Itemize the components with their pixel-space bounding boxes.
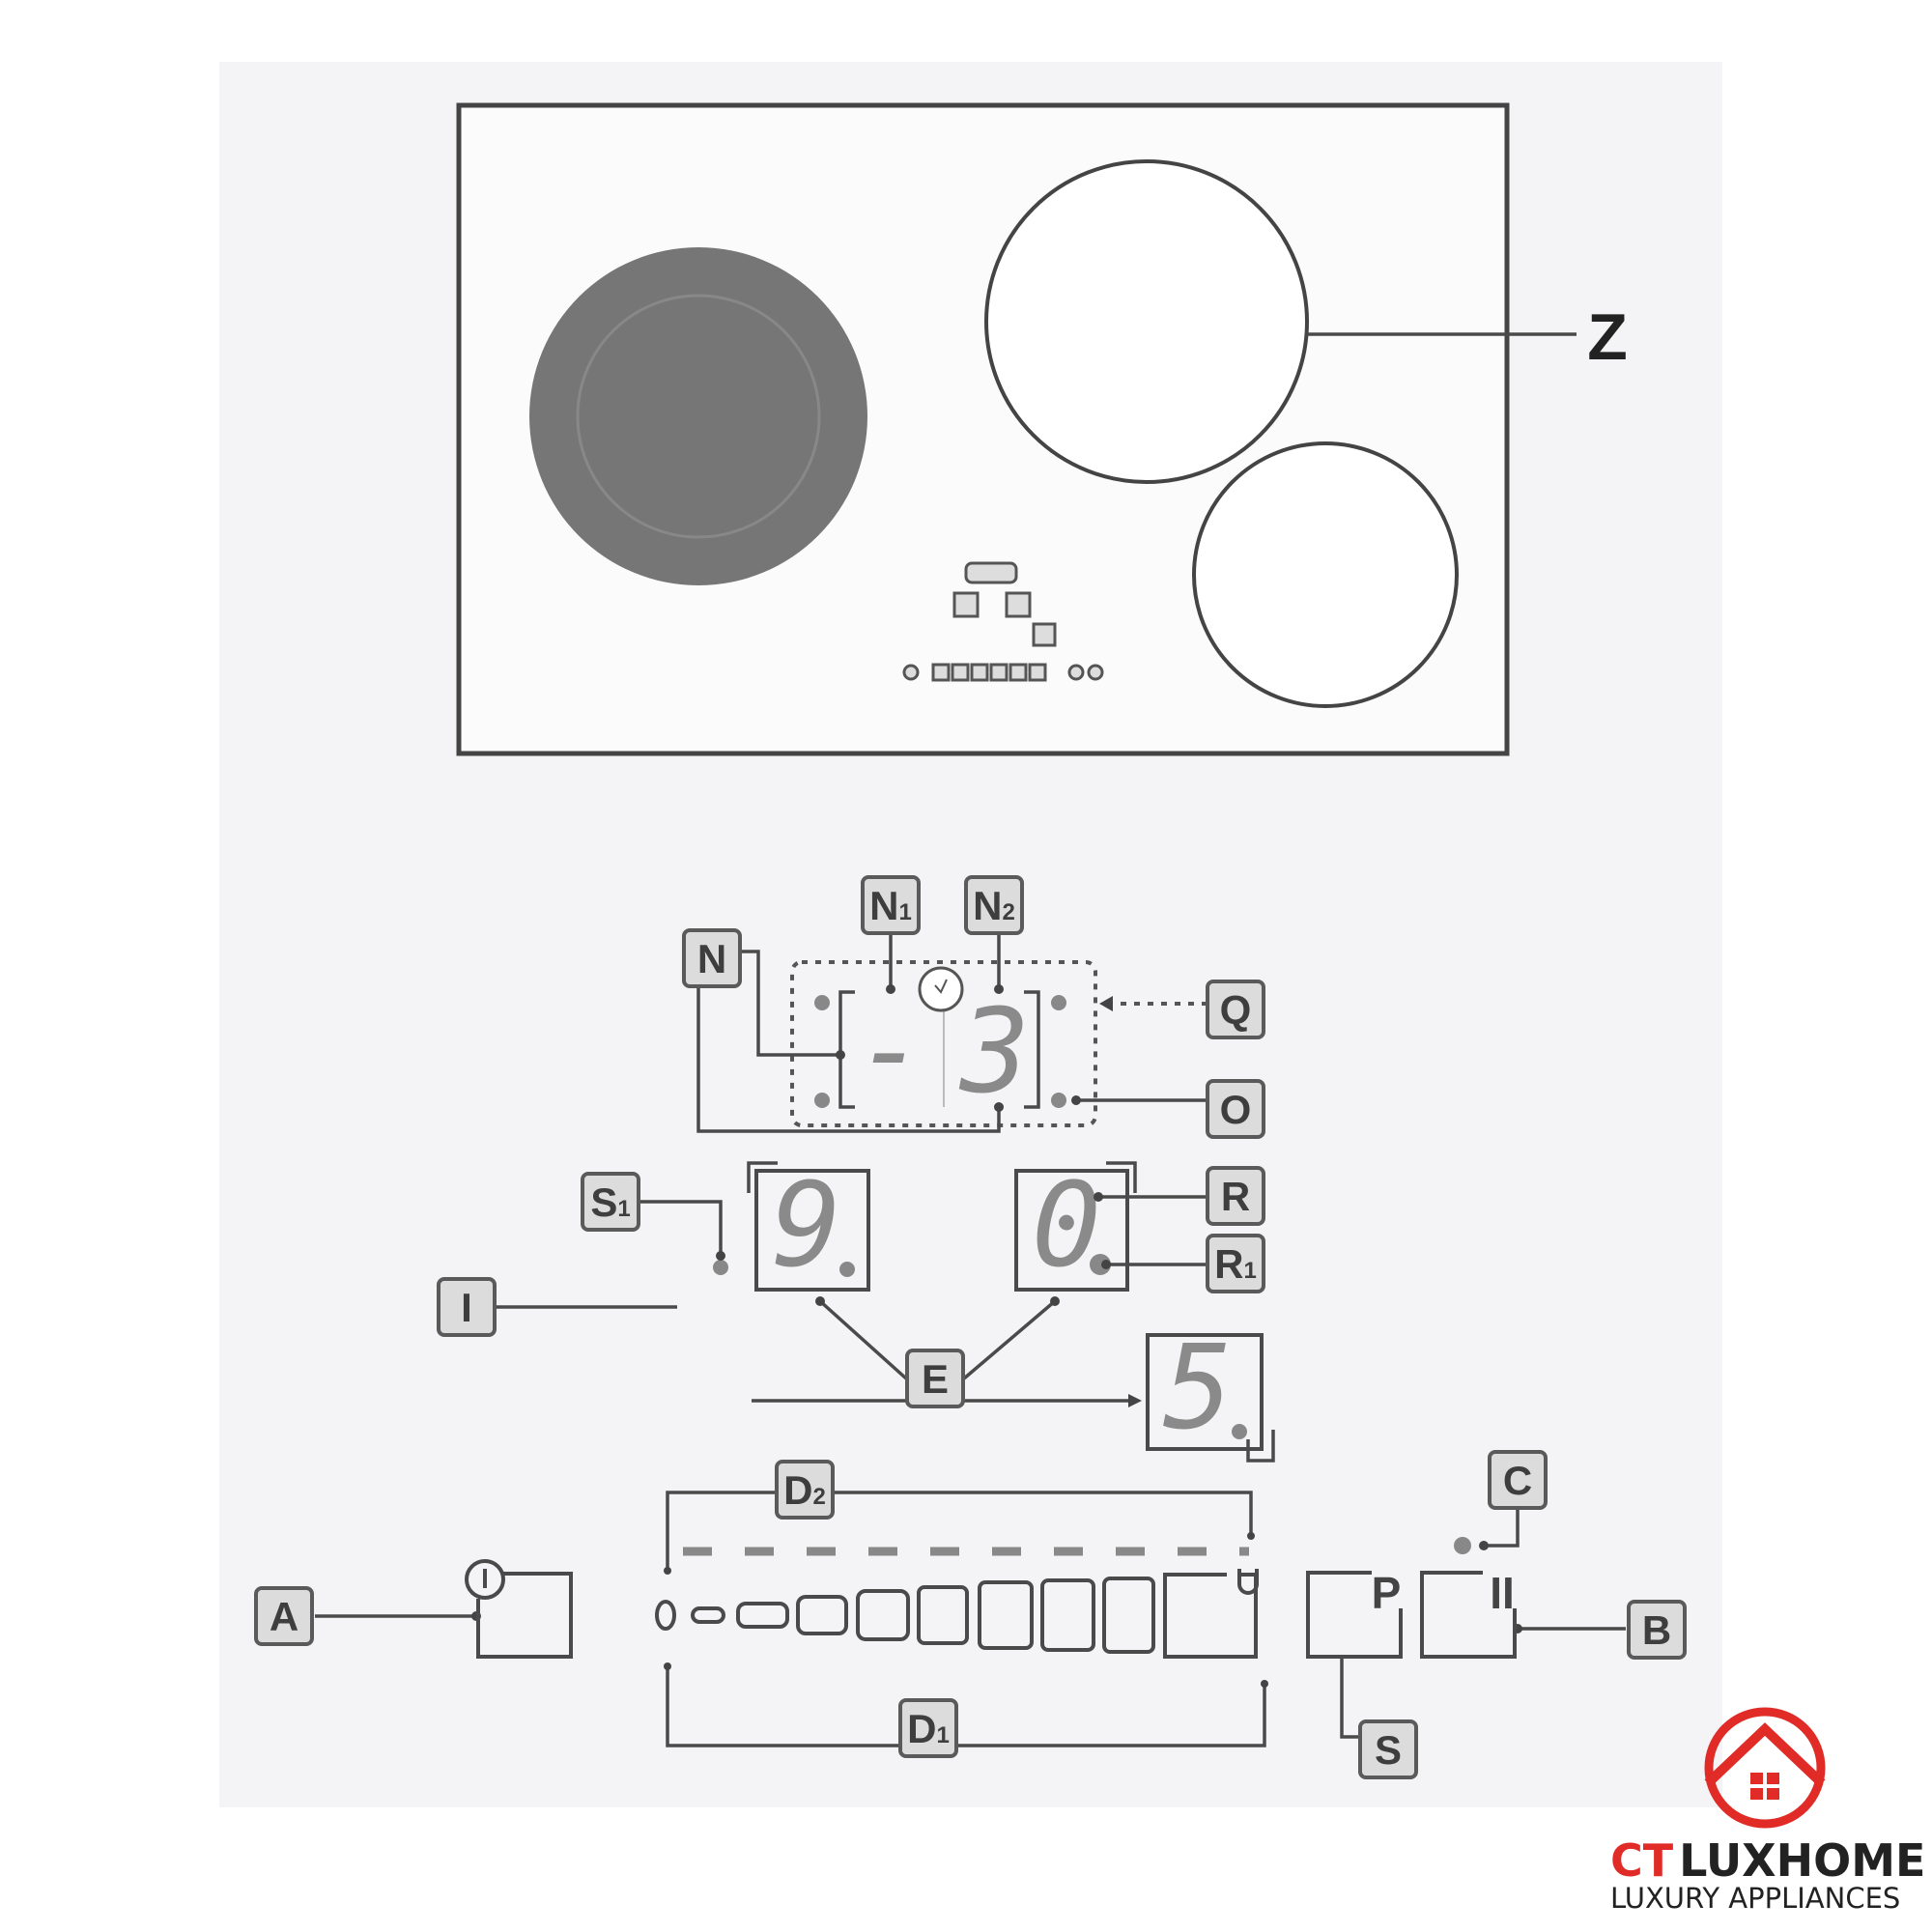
clock-icon: [918, 966, 964, 1012]
svg-text:S: S: [1375, 1727, 1402, 1773]
label-o: O: [1206, 1079, 1265, 1139]
zone-digit-right: 0: [1032, 1159, 1101, 1293]
p-symbol: P: [1372, 1568, 1402, 1618]
zone-display-example: 5: [1146, 1321, 1275, 1463]
timer-digit-right: 3: [958, 985, 1030, 1120]
slider-level-3[interactable]: [796, 1595, 848, 1635]
slider-level-9-boost[interactable]: [1163, 1573, 1258, 1659]
power-boost-button[interactable]: P: [1306, 1568, 1403, 1659]
label-c: C: [1488, 1450, 1548, 1510]
svg-text:R: R: [1221, 1174, 1250, 1219]
cooking-zone-large: [984, 159, 1309, 484]
slider-level-2[interactable]: [736, 1602, 789, 1629]
residual-heat-indicator: [1090, 1254, 1111, 1275]
slider-level-6[interactable]: [978, 1580, 1034, 1650]
timer-indicator-light: [1051, 995, 1066, 1010]
label-q: Q: [1206, 980, 1265, 1039]
svg-text:B: B: [1642, 1607, 1671, 1653]
svg-text:S1: S1: [590, 1179, 630, 1225]
timer-digit-left: -: [856, 983, 925, 1118]
slider-level-7[interactable]: [1040, 1578, 1095, 1652]
slider-level-0[interactable]: [655, 1600, 676, 1631]
svg-text:N1: N1: [869, 883, 912, 928]
svg-text:Q: Q: [1220, 987, 1252, 1033]
active-cooking-zone: [529, 247, 867, 585]
house-roof-icon: [1704, 1722, 1826, 1787]
label-n1: N1: [861, 875, 921, 935]
timer-display: - 3: [790, 960, 1097, 1127]
svg-text:O: O: [1220, 1087, 1252, 1132]
label-b: B: [1627, 1600, 1687, 1660]
zone-digit-example: 5: [1163, 1321, 1233, 1456]
zone-display-left: 9: [747, 1159, 870, 1293]
zone-display-right: 0: [1014, 1159, 1137, 1293]
svg-text:D2: D2: [783, 1467, 826, 1513]
svg-text:LUXURY APPLIANCES: LUXURY APPLIANCES: [1610, 1882, 1900, 1915]
label-r: R: [1206, 1166, 1265, 1226]
label-s1: S1: [581, 1172, 640, 1232]
slider-level-8[interactable]: [1102, 1577, 1155, 1654]
svg-text:A: A: [270, 1594, 298, 1639]
svg-text:I: I: [461, 1285, 472, 1330]
label-r1: R1: [1206, 1234, 1265, 1293]
label-e: E: [905, 1349, 965, 1408]
logo-circle-icon: [1704, 1707, 1826, 1829]
power-button[interactable]: [465, 1559, 573, 1659]
zone-digit-left: 9: [772, 1159, 841, 1293]
label-a: A: [254, 1586, 314, 1646]
svg-text:N2: N2: [973, 883, 1015, 928]
power-icon: [465, 1559, 505, 1600]
timer-indicator-light: [1051, 1093, 1066, 1108]
label-i: I: [437, 1277, 497, 1337]
slider-level-1[interactable]: [691, 1606, 725, 1624]
slider-level-5[interactable]: [917, 1585, 969, 1645]
cooking-zone-small: [1192, 441, 1459, 708]
cooktop-top-view: Z: [456, 102, 1628, 756]
power-slider[interactable]: [655, 1569, 1259, 1659]
leader-lines: [315, 933, 1626, 1747]
zone-selected-indicator: [713, 1260, 728, 1275]
mini-control-panel: [902, 561, 1104, 682]
slider-level-4[interactable]: [856, 1589, 910, 1641]
label-d1: D1: [898, 1698, 958, 1758]
pause-icon: II: [1490, 1568, 1515, 1618]
pause-button[interactable]: II: [1420, 1568, 1517, 1659]
svg-text:N: N: [697, 936, 726, 981]
label-s: S: [1358, 1719, 1418, 1779]
label-d2: D2: [775, 1460, 835, 1520]
svg-text:E: E: [922, 1356, 949, 1402]
svg-text:D1: D1: [907, 1706, 950, 1751]
svg-text:R1: R1: [1214, 1241, 1257, 1287]
boost-icon: [1237, 1569, 1259, 1595]
svg-text:C: C: [1503, 1458, 1532, 1503]
pause-indicator-light: [1454, 1537, 1471, 1554]
label-n: N: [682, 928, 742, 988]
zone-label-z: Z: [1587, 300, 1628, 374]
label-n2: N2: [964, 875, 1024, 935]
